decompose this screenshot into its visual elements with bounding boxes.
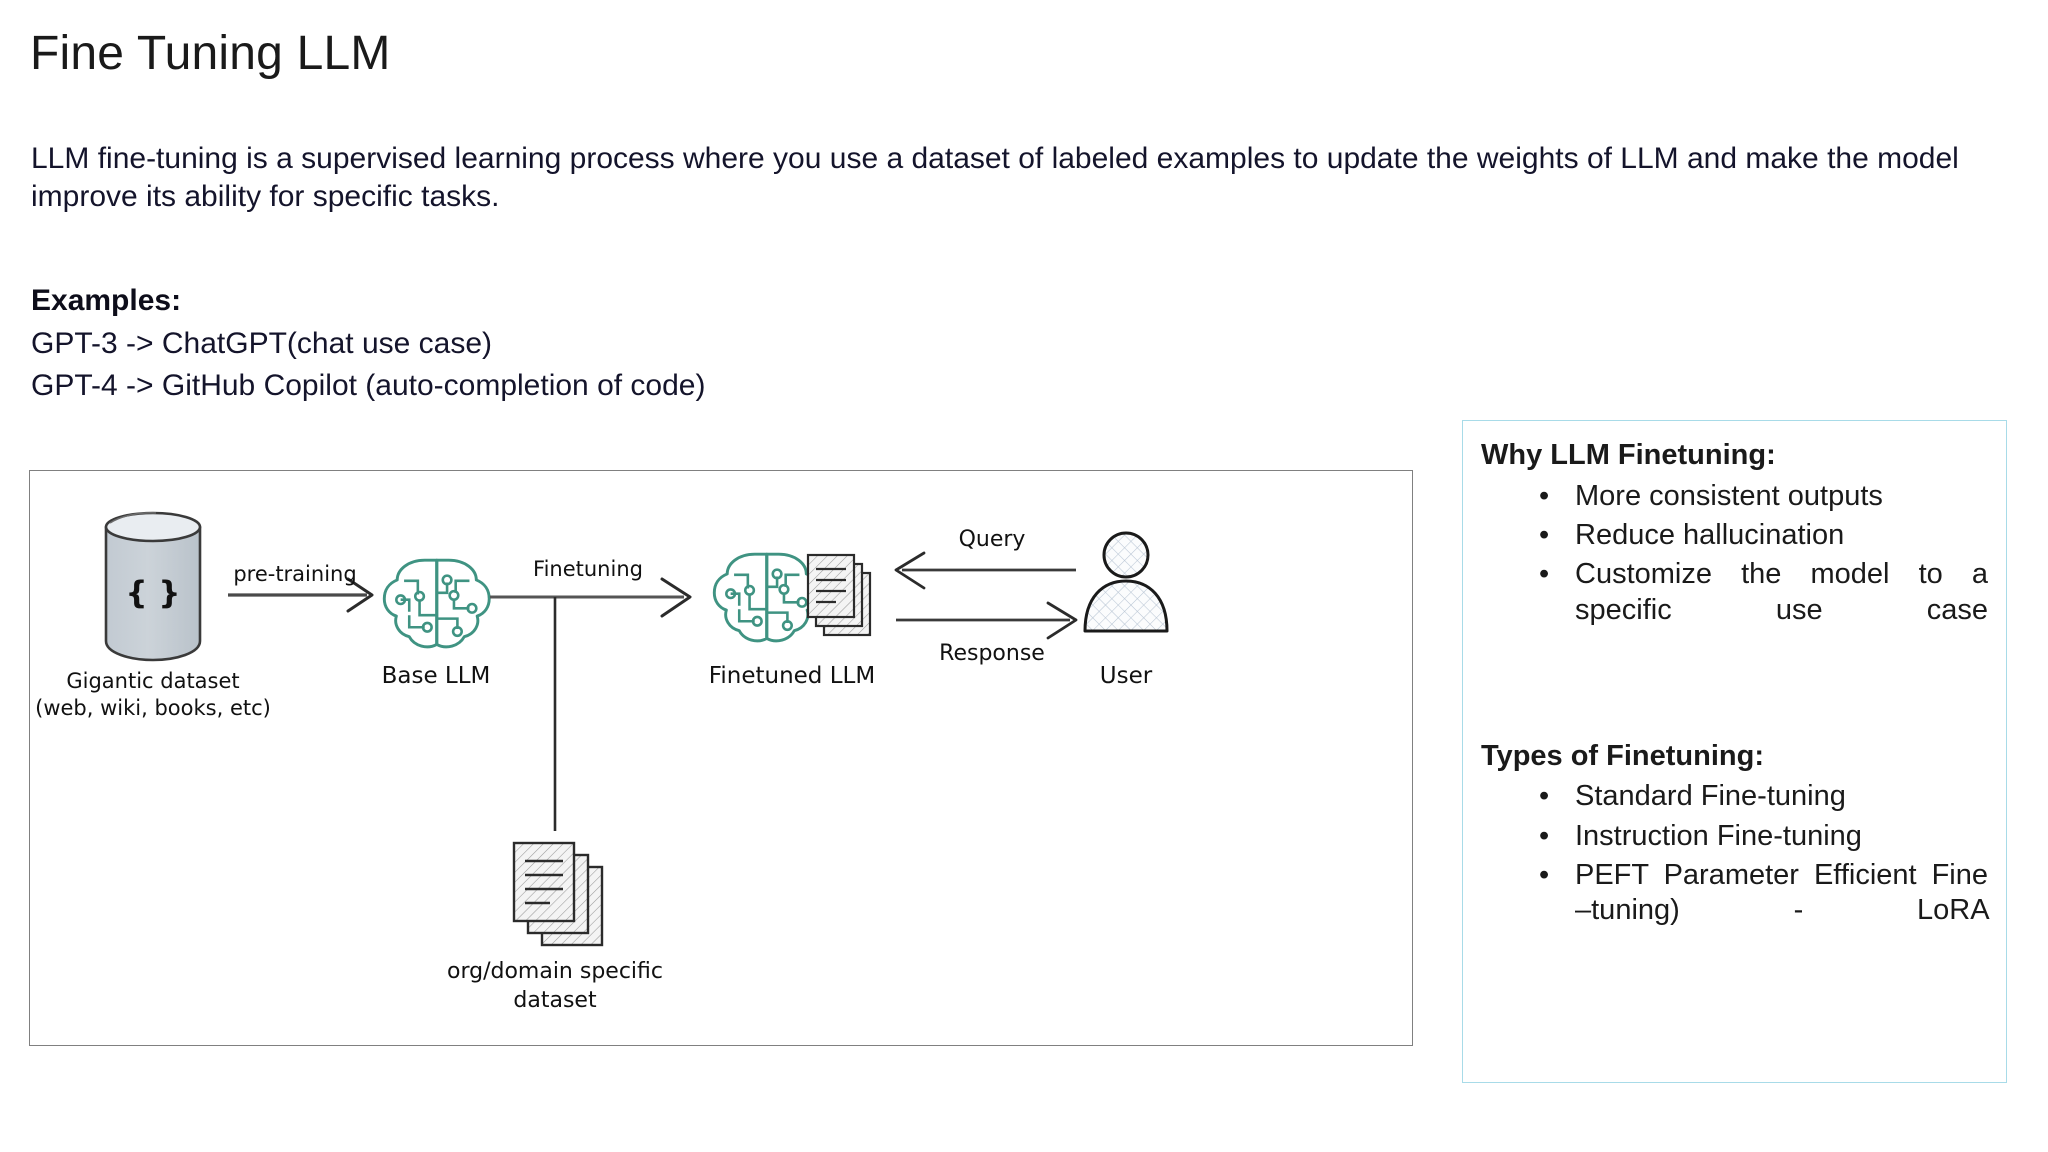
base-llm-brain-icon — [382, 558, 491, 649]
list-item-label: More consistent outputs — [1575, 479, 1883, 512]
list-item-label: Instruction Fine-tuning — [1575, 819, 1862, 852]
intro-paragraph: LLM fine-tuning is a supervised learning… — [31, 142, 1959, 214]
org-dataset-label-line2: dataset — [513, 988, 597, 1013]
pretraining-arrow — [228, 577, 374, 613]
list-item: • Customize the model to a specific use … — [1481, 557, 1988, 663]
bullet-icon: • — [1539, 479, 1550, 512]
query-label: Query — [959, 527, 1026, 552]
user-label: User — [1100, 663, 1153, 689]
pretraining-label: pre-training — [233, 562, 356, 586]
response-label: Response — [939, 641, 1045, 666]
finetuned-llm-label: Finetuned LLM — [709, 663, 875, 689]
bullet-icon: • — [1539, 558, 1550, 591]
org-dataset-label-line1: org/domain specific — [447, 959, 663, 984]
list-item: • More consistent outputs — [1481, 479, 1988, 514]
example-item-gpt4: GPT-4 -> GitHub Copilot (auto-completion… — [31, 369, 706, 403]
bullet-icon: • — [1539, 780, 1550, 813]
finetuned-llm-brain-icon — [712, 552, 821, 643]
bullet-icon: • — [1539, 859, 1550, 891]
page-title: Fine Tuning LLM — [30, 27, 391, 80]
bullet-icon: • — [1539, 819, 1550, 852]
user-avatar-icon — [1083, 531, 1169, 633]
examples-block: Examples: GPT-3 -> ChatGPT(chat use case… — [31, 280, 705, 408]
gigantic-dataset-label-line1: Gigantic dataset — [66, 669, 239, 693]
list-item: • PEFT Parameter Efficient Fine –tuning)… — [1481, 858, 1988, 964]
documents-stack-icon — [512, 841, 604, 947]
finetuning-label: Finetuning — [533, 557, 643, 581]
why-finetuning-list: • More consistent outputs • Reduce hallu… — [1481, 479, 1988, 664]
list-item-label: Reduce hallucination — [1575, 519, 1845, 552]
base-llm-label: Base LLM — [382, 663, 491, 689]
database-cylinder-icon: { } — [104, 511, 202, 662]
pipeline-diagram: { } Gigantic dataset (web, wiki, books, … — [35, 511, 1169, 1013]
diagram-frame: { } Gigantic dataset (web, wiki, books, … — [29, 470, 1413, 1046]
dataset-braces-label: { } — [126, 575, 181, 611]
list-item-label: Customize the model to a specific use ca… — [1575, 558, 1988, 626]
list-item: • Instruction Fine-tuning — [1481, 819, 1988, 854]
examples-heading: Examples: — [31, 284, 182, 317]
gigantic-dataset-label-line2: (web, wiki, books, etc) — [35, 696, 271, 720]
list-item: • Reduce hallucination — [1481, 518, 1988, 553]
why-finetuning-heading: Why LLM Finetuning: — [1481, 439, 1776, 471]
list-item: • Standard Fine-tuning — [1481, 779, 1988, 814]
response-arrow — [896, 601, 1078, 640]
list-item-label: Standard Fine-tuning — [1575, 780, 1846, 813]
finetuning-arrow — [490, 577, 692, 618]
bullet-icon: • — [1539, 519, 1550, 552]
types-of-finetuning-list: • Standard Fine-tuning • Instruction Fin… — [1481, 779, 1988, 964]
finetuned-documents-icon — [806, 553, 872, 637]
list-item-label: PEFT Parameter Efficient Fine –tuning) -… — [1575, 859, 1988, 927]
types-of-finetuning-heading: Types of Finetuning: — [1481, 739, 1764, 772]
query-arrow — [894, 551, 1076, 590]
info-panel: Why LLM Finetuning: • More consistent ou… — [1462, 420, 2007, 1083]
example-item-gpt3: GPT-3 -> ChatGPT(chat use case) — [31, 326, 493, 360]
